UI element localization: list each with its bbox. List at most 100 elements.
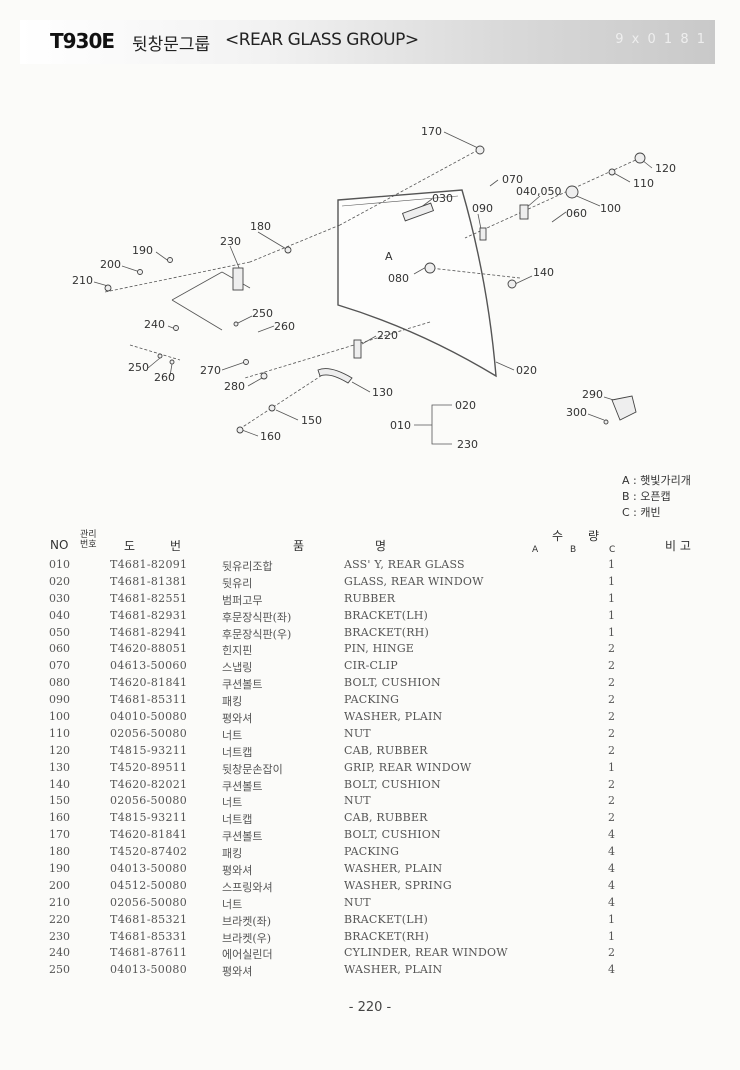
part-name-korean: 브라켓(우) bbox=[222, 931, 272, 945]
part-name-korean: 스냅링 bbox=[222, 661, 253, 675]
callout: 260 bbox=[274, 320, 295, 333]
callout: 230 bbox=[457, 438, 478, 451]
callout: 300 bbox=[566, 406, 587, 419]
diagram-lines bbox=[93, 131, 653, 445]
quantity-c: 2 bbox=[608, 659, 615, 673]
part-name-korean: 너트 bbox=[222, 897, 243, 911]
quantity-c: 1 bbox=[608, 912, 615, 926]
drawing-number: T4815-93211 bbox=[110, 743, 188, 757]
drawing-number: T4681-82091 bbox=[110, 558, 188, 571]
part-number-index: 030 bbox=[49, 591, 70, 605]
part-name-english: WASHER, PLAIN bbox=[344, 710, 443, 724]
part-number-index: 230 bbox=[49, 929, 70, 943]
quantity-c: 1 bbox=[608, 929, 615, 943]
part-name-english: BRACKET(LH) bbox=[344, 912, 428, 926]
part-name-korean: 쿠션볼트 bbox=[222, 678, 263, 692]
callout: 220 bbox=[377, 329, 398, 342]
callout: 280 bbox=[224, 380, 245, 393]
legend-item: B : 오픈캡 bbox=[622, 490, 671, 503]
part-name-english: PACKING bbox=[344, 693, 400, 707]
header-qty-b: B bbox=[570, 545, 577, 555]
part-name-english: CAB, RUBBER bbox=[344, 743, 428, 757]
quantity-c: 2 bbox=[608, 743, 615, 757]
title-english: <REAR GLASS GROUP> bbox=[225, 30, 419, 50]
quantity-c: 2 bbox=[608, 811, 615, 825]
header-no: NO bbox=[50, 538, 69, 552]
part-name-english: RUBBER bbox=[344, 591, 396, 605]
part-name-korean: 평와셔 bbox=[222, 712, 253, 726]
page-header: T930E 뒷창문그룹 <REAR GLASS GROUP> 9 x 0 1 8… bbox=[20, 20, 715, 64]
part-name-english: BRACKET(LH) bbox=[344, 608, 428, 622]
part-name-korean: 뒷창문손잡이 bbox=[222, 762, 283, 776]
drawing-number: T4620-88051 bbox=[110, 642, 188, 656]
quantity-c: 4 bbox=[608, 963, 615, 977]
header-qty-a: A bbox=[532, 545, 539, 555]
quantity-c: 4 bbox=[608, 895, 615, 909]
part-name-english: CAB, RUBBER bbox=[344, 811, 428, 825]
drawing-number: T4815-93211 bbox=[110, 811, 188, 825]
drawing-number: T4681-87611 bbox=[110, 946, 188, 960]
callout: 130 bbox=[372, 386, 393, 399]
callout: 290 bbox=[582, 388, 603, 401]
exploded-parts-diagram: 170 120 110 070 040,050 030 090 100 060 … bbox=[72, 125, 676, 451]
part-name-english: PIN, HINGE bbox=[344, 642, 415, 656]
drawing-number: T4681-85331 bbox=[110, 929, 188, 943]
drawing-number: T4681-85311 bbox=[110, 693, 188, 707]
callout: 140 bbox=[533, 266, 554, 279]
callout: 270 bbox=[200, 364, 221, 377]
part-name-korean: 뒷유리 bbox=[222, 576, 253, 590]
quantity-c: 2 bbox=[608, 710, 615, 724]
legend: A : 햇빛가리개 B : 오픈캡 C : 캐빈 bbox=[622, 473, 691, 521]
part-name-korean: 뒷유리조합 bbox=[222, 560, 273, 573]
part-number-index: 160 bbox=[49, 811, 70, 825]
drawing-number: T4620-81841 bbox=[110, 828, 188, 842]
part-number-index: 190 bbox=[49, 862, 70, 876]
part-name-korean: 너트 bbox=[222, 796, 243, 810]
callout: 080 bbox=[388, 272, 409, 285]
part-name-english: BOLT, CUSHION bbox=[344, 676, 441, 690]
part-number-index: 150 bbox=[49, 794, 70, 808]
callout: 200 bbox=[100, 258, 121, 271]
drawing-number: T4520-87402 bbox=[110, 845, 188, 859]
callout: 030 bbox=[432, 192, 453, 205]
part-name-english: BOLT, CUSHION bbox=[344, 777, 441, 791]
callout: 240 bbox=[144, 318, 165, 331]
part-number-index: 040 bbox=[49, 608, 70, 622]
part-name-english: CIR-CLIP bbox=[344, 659, 398, 673]
part-name-korean: 평와셔 bbox=[222, 864, 253, 878]
part-number-index: 240 bbox=[49, 946, 70, 960]
part-number-index: 140 bbox=[49, 777, 70, 791]
callout: 150 bbox=[301, 414, 322, 427]
part-number-index: 110 bbox=[49, 726, 70, 740]
callout: 020 bbox=[455, 399, 476, 412]
page-number: - 220 - bbox=[348, 1000, 392, 1015]
part-name-english: BRACKET(RH) bbox=[344, 929, 429, 943]
part-name-english: GRIP, REAR WINDOW bbox=[344, 760, 472, 774]
part-number-index: 210 bbox=[49, 895, 70, 909]
part-number-index: 080 bbox=[49, 676, 70, 690]
callout: 160 bbox=[260, 430, 281, 443]
legend-item: C : 캐빈 bbox=[622, 506, 661, 519]
part-number-index: 130 bbox=[49, 760, 70, 774]
section-code: 9 x 0 1 8 1 bbox=[615, 32, 707, 47]
part-number-index: 120 bbox=[49, 743, 70, 757]
drawing-number: T4681-82941 bbox=[110, 625, 188, 639]
quantity-c: 2 bbox=[608, 794, 615, 808]
header-name-2: 명 bbox=[375, 539, 387, 553]
part-name-english: CYLINDER, REAR WINDOW bbox=[344, 946, 508, 960]
part-name-english: NUT bbox=[344, 794, 371, 808]
part-number-index: 180 bbox=[49, 845, 70, 859]
callout: 210 bbox=[72, 274, 93, 287]
quantity-c: 2 bbox=[608, 642, 615, 656]
header-drawing-1: 도 bbox=[124, 539, 136, 553]
callout: 250 bbox=[128, 361, 149, 374]
header-qty-1: 수 bbox=[552, 529, 564, 543]
